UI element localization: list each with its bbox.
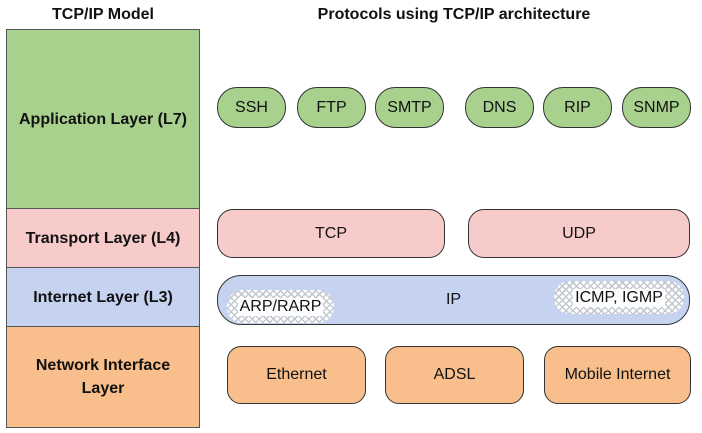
- protocol-arp-rarp-label: ARP/RARP: [237, 297, 324, 316]
- transport-layer-label: Transport Layer (L4): [25, 229, 181, 247]
- application-layer-label: Application Layer (L7): [18, 110, 188, 128]
- internet-layer-label: Internet Layer (L3): [33, 288, 173, 306]
- protocol-icmp-igmp-label: ICMP, IGMP: [573, 288, 665, 307]
- protocols-title: Protocols using TCP/IP architecture: [317, 6, 591, 23]
- protocol-ftp: FTP: [297, 87, 366, 128]
- protocol-icmp-igmp: ICMP, IGMP: [554, 281, 684, 314]
- protocol-udp: UDP: [468, 209, 690, 258]
- protocol-rip: RIP: [543, 87, 612, 128]
- tcpip-model-title: TCP/IP Model: [52, 6, 154, 23]
- protocol-adsl: ADSL: [385, 346, 524, 404]
- protocol-tcp: TCP: [217, 209, 445, 258]
- protocol-smtp: SMTP: [375, 87, 444, 128]
- application-layer-box: Application Layer (L7): [6, 29, 200, 209]
- protocol-ethernet: Ethernet: [227, 346, 366, 404]
- internet-layer-box: Internet Layer (L3): [6, 267, 200, 327]
- protocol-ssh: SSH: [217, 87, 286, 128]
- protocol-dns: DNS: [465, 87, 534, 128]
- network-interface-layer-box: Network Interface Layer: [6, 326, 200, 428]
- transport-layer-box: Transport Layer (L4): [6, 208, 200, 268]
- protocol-mobile-internet: Mobile Internet: [544, 346, 691, 404]
- protocol-arp-rarp: ARP/RARP: [227, 290, 334, 323]
- protocol-snmp: SNMP: [622, 87, 691, 128]
- protocol-ip: IP: [445, 291, 462, 308]
- network-interface-layer-label: Network Interface Layer: [35, 357, 171, 397]
